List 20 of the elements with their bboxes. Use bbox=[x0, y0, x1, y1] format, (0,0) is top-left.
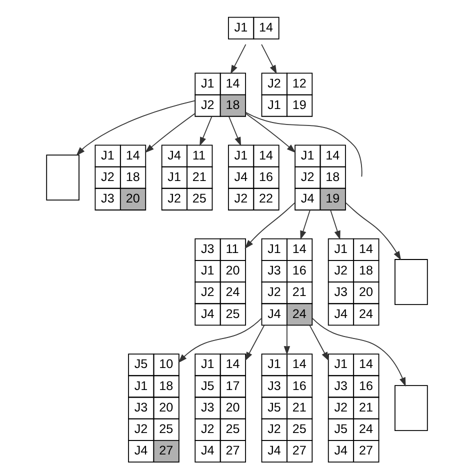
arrow bbox=[244, 202, 296, 249]
arrow bbox=[245, 324, 265, 361]
node-box bbox=[394, 259, 428, 305]
arrow bbox=[345, 202, 402, 260]
arrow bbox=[144, 112, 196, 153]
arrow bbox=[312, 318, 406, 387]
node-box bbox=[394, 385, 428, 431]
arrow bbox=[76, 100, 196, 156]
arrow bbox=[245, 112, 296, 153]
arrow bbox=[284, 324, 290, 356]
arrow bbox=[330, 210, 340, 240]
arrow bbox=[300, 210, 310, 240]
arrow bbox=[230, 44, 246, 74]
arrow bbox=[228, 116, 242, 146]
arrow bbox=[309, 324, 329, 361]
arrow bbox=[200, 116, 212, 146]
connector bbox=[245, 112, 362, 178]
arrow bbox=[261, 44, 277, 74]
node-box bbox=[46, 154, 80, 201]
arrow bbox=[178, 318, 262, 364]
